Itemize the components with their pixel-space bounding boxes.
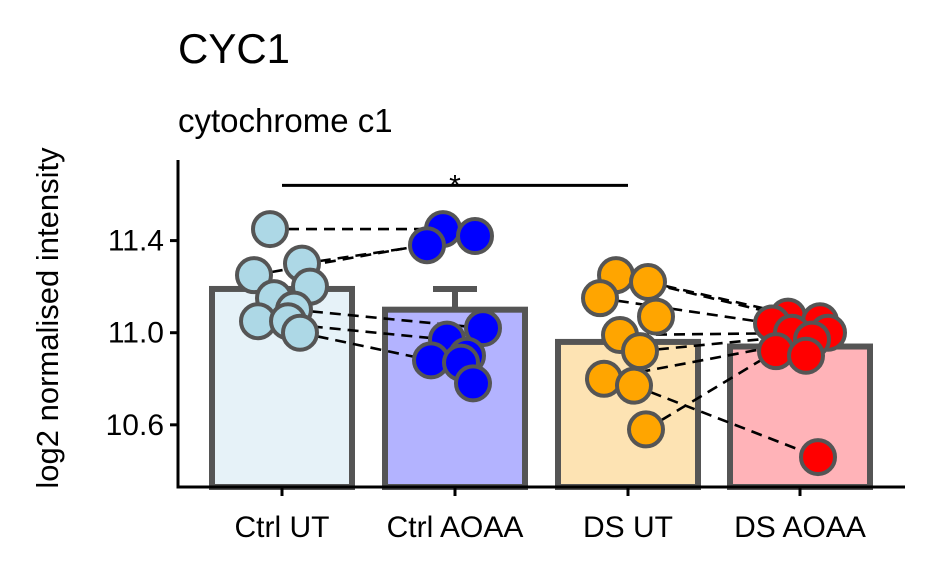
data-point-2-9 [454, 364, 492, 403]
data-point-1-9 [281, 313, 319, 352]
paired-line-2-5 [639, 331, 829, 353]
data-point-2-3 [408, 226, 446, 265]
data-point-3-6 [621, 332, 659, 371]
y-tick-label-1: 10.6 [106, 409, 164, 442]
significance-layer: * [282, 169, 628, 202]
data-point-4-8 [787, 336, 825, 375]
data-point-2-4 [464, 309, 502, 348]
x-tick-label-3: DS UT [583, 511, 673, 544]
data-point-3-8 [615, 366, 653, 405]
paired-line-2-3 [599, 296, 773, 325]
chart-subtitle: cytochrome c1 [178, 102, 393, 139]
chart-title: CYC1 [178, 25, 290, 72]
paired-line-2-8 [645, 350, 777, 431]
x-tick-label-1: Ctrl UT [235, 511, 330, 544]
paired-line-1-6 [299, 331, 432, 362]
data-point-3-9 [627, 410, 665, 449]
data-point-4-9 [799, 438, 837, 477]
data-point-3-3 [581, 279, 619, 318]
data-point-2-2 [456, 216, 494, 255]
y-axis-label: log2 normalised intensity [30, 147, 65, 489]
paired-line-2-7 [633, 384, 819, 459]
y-tick-label-3: 11.4 [108, 225, 164, 258]
y-tick-label-2: 11.0 [108, 317, 164, 350]
errorbars-layer [433, 285, 477, 310]
paired-line-1-4 [293, 308, 484, 330]
points-layer [235, 210, 847, 477]
x-tick-label-4: DS AOAA [734, 511, 866, 544]
bar-4 [727, 343, 873, 490]
data-point-3-2 [629, 263, 667, 302]
significance-label: * [449, 169, 461, 202]
data-point-1-1 [251, 210, 289, 249]
paired-line-1-5 [257, 319, 448, 341]
x-tick-label-2: Ctrl AOAA [387, 511, 524, 544]
data-point-3-4 [637, 297, 675, 336]
